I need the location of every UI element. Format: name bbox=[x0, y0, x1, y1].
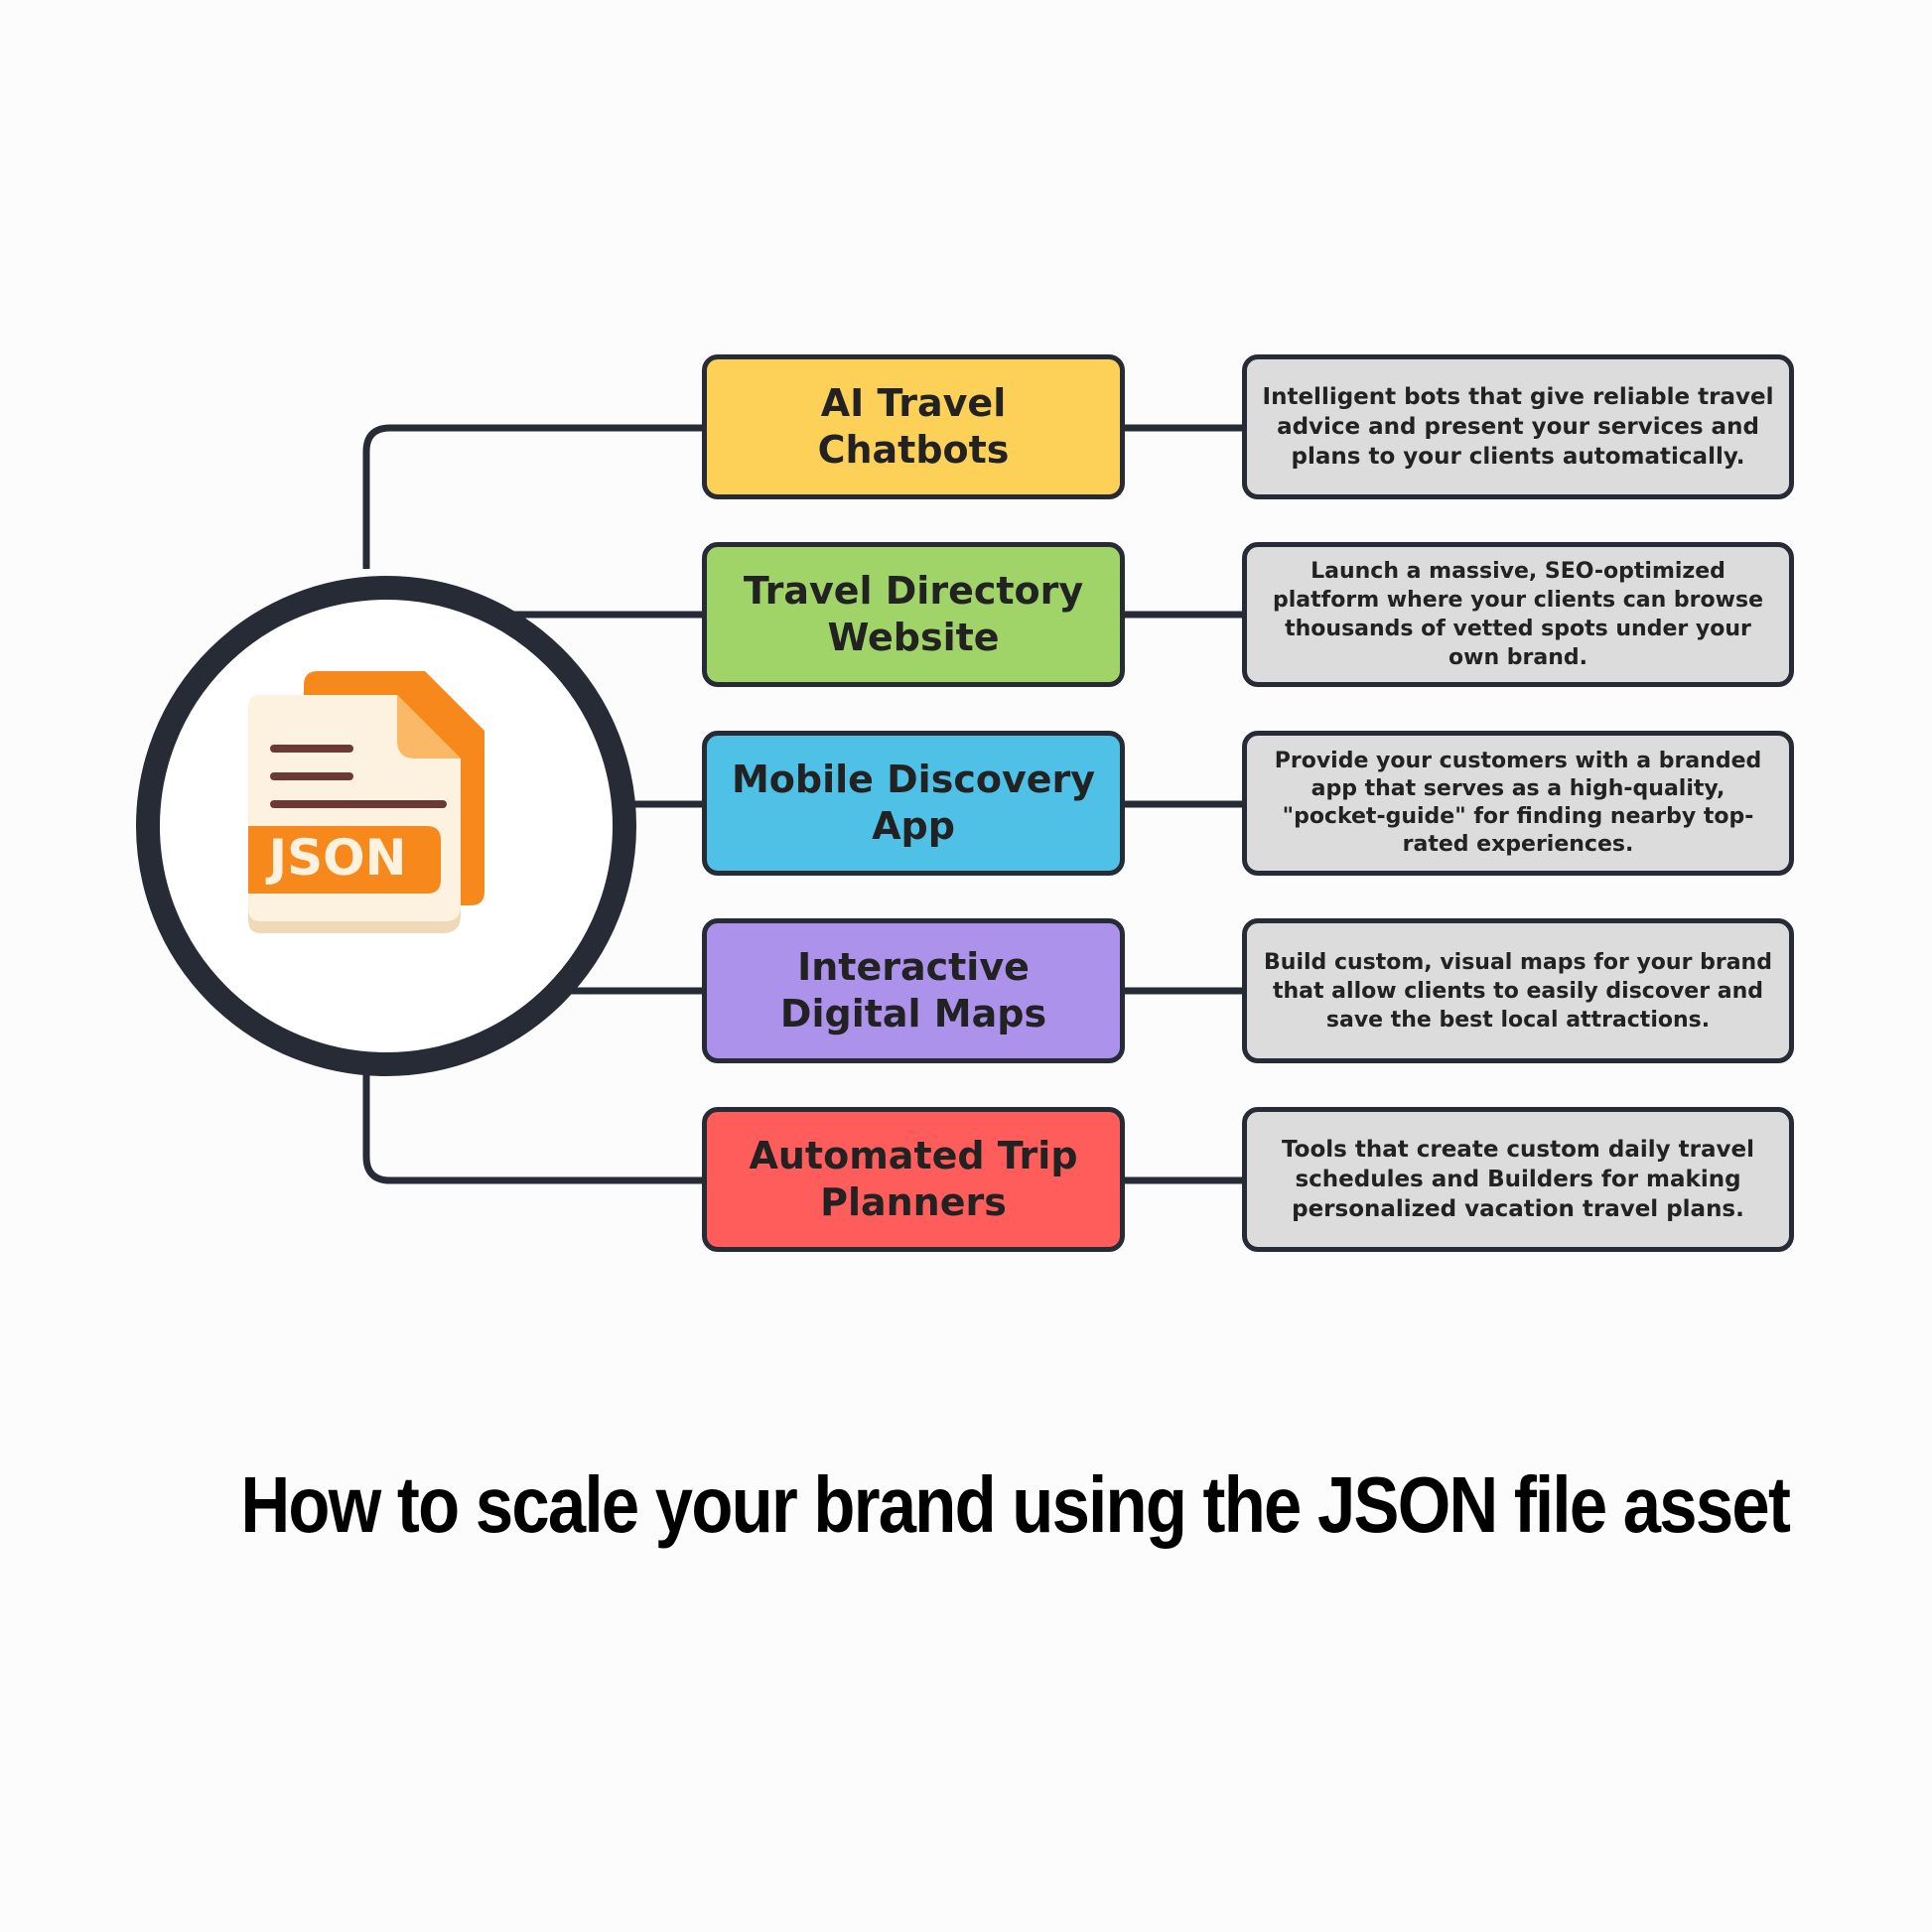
json-file-icon: JSON bbox=[248, 671, 484, 933]
item-label: Travel Directory Website bbox=[743, 569, 1084, 659]
description-text: Intelligent bots that give reliable trav… bbox=[1262, 384, 1774, 470]
description-text: Build custom, visual maps for your brand… bbox=[1264, 949, 1772, 1033]
description-text: Tools that create custom daily travel sc… bbox=[1282, 1137, 1754, 1222]
item-label: Interactive Digital Maps bbox=[779, 945, 1047, 1035]
description-text: Provide your customers with a branded ap… bbox=[1274, 749, 1762, 857]
item-label: Mobile Discovery App bbox=[731, 758, 1096, 848]
item-ai-travel-chatbots[interactable]: AI Travel Chatbots bbox=[702, 354, 1125, 499]
description-mobile-discovery-app: Provide your customers with a branded ap… bbox=[1242, 731, 1794, 876]
page-title: How to scale your brand using the JSON f… bbox=[240, 1460, 1790, 1549]
description-interactive-digital-maps: Build custom, visual maps for your brand… bbox=[1242, 918, 1794, 1063]
description-travel-directory-website: Launch a massive, SEO-optimized platform… bbox=[1242, 542, 1794, 687]
item-travel-directory-website[interactable]: Travel Directory Website bbox=[702, 542, 1125, 687]
item-label: Automated Trip Planners bbox=[749, 1134, 1078, 1224]
item-automated-trip-planners[interactable]: Automated Trip Planners bbox=[702, 1107, 1125, 1252]
item-mobile-discovery-app[interactable]: Mobile Discovery App bbox=[702, 731, 1125, 876]
item-label: AI Travel Chatbots bbox=[817, 381, 1010, 472]
connector-item-5 bbox=[362, 1037, 705, 1184]
item-interactive-digital-maps[interactable]: Interactive Digital Maps bbox=[702, 918, 1125, 1063]
json-label: JSON bbox=[266, 829, 407, 887]
description-ai-travel-chatbots: Intelligent bots that give reliable trav… bbox=[1242, 354, 1794, 499]
description-text: Launch a massive, SEO-optimized platform… bbox=[1273, 559, 1763, 670]
connector-item-1 bbox=[362, 424, 705, 569]
description-automated-trip-planners: Tools that create custom daily travel sc… bbox=[1242, 1107, 1794, 1252]
